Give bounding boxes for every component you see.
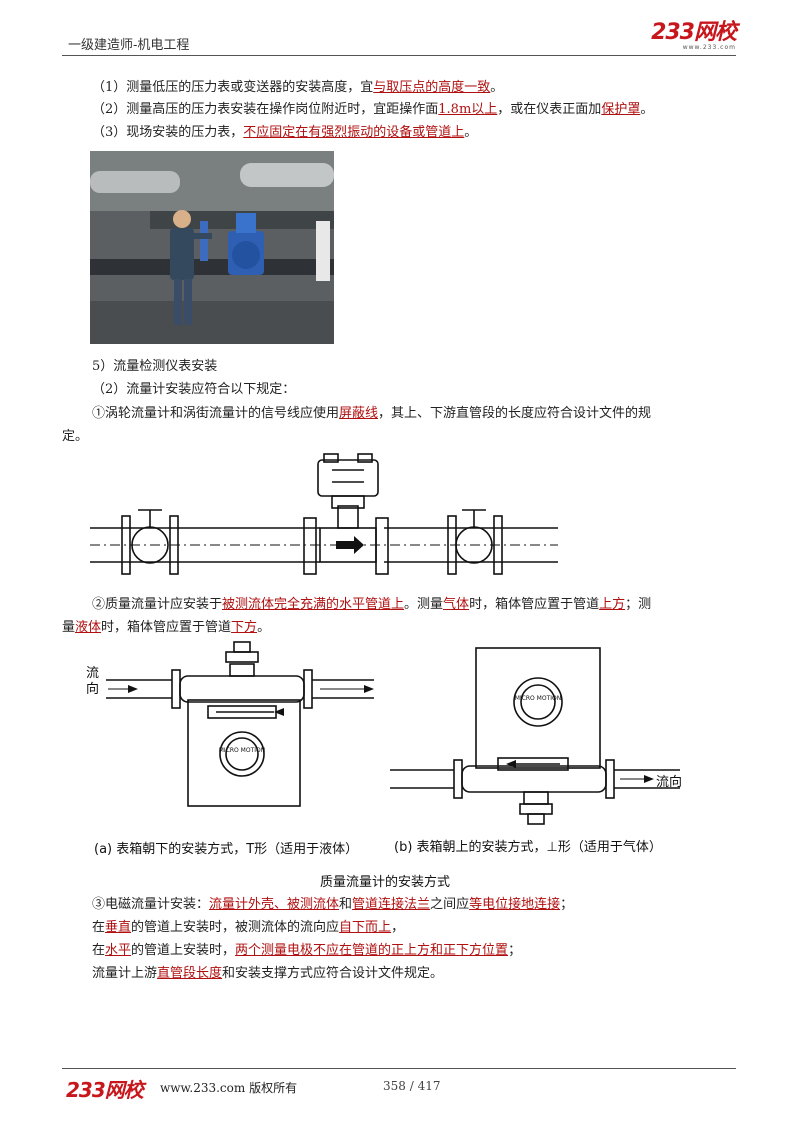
flow-rule-2-cont: 量液体时，箱体管应置于管道下方。 xyxy=(62,619,270,637)
highlight: 管道连接法兰 xyxy=(352,897,431,912)
mass-flowmeter-diagram: MICRO MOTION MICRO MOTION xyxy=(106,641,680,825)
highlight: 直管段长度 xyxy=(157,966,223,981)
highlight: 自下而上 xyxy=(339,920,392,935)
text: ；测 xyxy=(625,597,652,612)
brand-logo-url: www.233.com xyxy=(682,44,736,51)
text: 时，箱体管应置于管道 xyxy=(101,620,232,635)
flow-rule-1-cont: 定。 xyxy=(62,429,89,444)
text: 之间应 xyxy=(430,897,470,912)
text: ； xyxy=(508,943,522,958)
pressure-item-1: （1）测量低压的压力表或变送器的安装高度，宜与取压点的高度一致。 xyxy=(92,79,503,97)
flow-rule-3-line-1: ③电磁流量计安装：流量计外壳、被测流体和管道连接法兰之间应等电位接地连接； xyxy=(92,896,573,914)
text: 。 xyxy=(257,620,271,635)
flow-rule-intro: （2）流量计安装应符合以下规定： xyxy=(92,382,296,397)
text: 时，箱体管应置于管道 xyxy=(469,597,600,612)
text: 。 xyxy=(640,102,654,117)
highlight: 流量计外壳、被测流体 xyxy=(209,897,340,912)
footer-divider xyxy=(62,1068,736,1069)
highlight: 1.8m以上 xyxy=(438,102,498,117)
brand-logo-text: 233网校 xyxy=(651,20,737,45)
highlight: 两个测量电极不应在管道的正上方和正下方位置 xyxy=(235,943,509,958)
text: 。测量 xyxy=(404,597,444,612)
text: ②质量流量计应安装于 xyxy=(92,597,223,612)
text: （3）现场安装的压力表， xyxy=(92,125,244,140)
page-number: 358 / 417 xyxy=(383,1079,441,1093)
text: 在 xyxy=(92,920,106,935)
figure-caption-b: (b) 表箱朝上的安装方式，⊥形（适用于气体） xyxy=(394,840,662,855)
highlight: 上方 xyxy=(599,597,626,612)
flow-rule-3-line-3: 在水平的管道上安装时，两个测量电极不应在管道的正上方和正下方位置； xyxy=(92,942,521,960)
text: ，或在仪表正面加 xyxy=(497,102,602,117)
flow-rule-3-line-4: 流量计上游直管段长度和安装支撑方式应符合设计文件规定。 xyxy=(92,965,443,983)
highlight: 等电位接地连接 xyxy=(469,897,561,912)
text: 和 xyxy=(339,897,353,912)
text: 的管道上安装时， xyxy=(131,943,236,958)
highlight: 水平 xyxy=(105,943,132,958)
footer-site: www.233.com 版权所有 xyxy=(160,1081,298,1095)
flow-rule-1: ①涡轮流量计和涡街流量计的信号线应使用屏蔽线，其上、下游直管段的长度应符合设计文… xyxy=(92,405,651,423)
text: 流量计上游 xyxy=(92,966,158,981)
highlight: 气体 xyxy=(443,597,470,612)
flow-section-title: 5）流量检测仪表安装 xyxy=(92,359,218,374)
brand-text-a: MICRO MOTION xyxy=(219,747,265,754)
page-header-title: 一级建造师-机电工程 xyxy=(68,38,190,53)
flow-direction-label-right: 流向 xyxy=(656,775,683,790)
flow-rule-3-line-2: 在垂直的管道上安装时，被测流体的流向应自下而上， xyxy=(92,919,404,937)
text: ； xyxy=(560,897,574,912)
highlight: 被测流体完全充满的水平管道上 xyxy=(222,597,405,612)
header-divider xyxy=(62,55,736,56)
text: ③电磁流量计安装： xyxy=(92,897,210,912)
text: 。 xyxy=(490,80,504,95)
figure-title: 质量流量计的安装方式 xyxy=(320,875,451,890)
text: 在 xyxy=(92,943,106,958)
text: 的管道上安装时，被测流体的流向应 xyxy=(131,920,340,935)
brand-text-b: MICRO MOTION xyxy=(515,695,561,702)
flow-direction-label-left: 流向 xyxy=(86,666,100,697)
highlight: 屏蔽线 xyxy=(339,406,379,421)
highlight: 不应固定在有强烈振动的设备或管道上 xyxy=(243,125,465,140)
text: 量 xyxy=(62,620,76,635)
vortex-flowmeter-diagram xyxy=(90,453,558,575)
highlight: 与取压点的高度一致 xyxy=(373,80,491,95)
pressure-item-3: （3）现场安装的压力表，不应固定在有强烈振动的设备或管道上。 xyxy=(92,124,477,142)
highlight: 液体 xyxy=(75,620,102,635)
text: ， xyxy=(391,920,405,935)
brand-logo: 233网校 www.233.com xyxy=(651,20,737,52)
text: 。 xyxy=(464,125,478,140)
highlight: 垂直 xyxy=(105,920,132,935)
flow-rule-2: ②质量流量计应安装于被测流体完全充满的水平管道上。测量气体时，箱体管应置于管道上… xyxy=(92,596,651,614)
text: ，其上、下游直管段的长度应符合设计文件的规 xyxy=(378,406,652,421)
text: ①涡轮流量计和涡街流量计的信号线应使用 xyxy=(92,406,340,421)
highlight: 下方 xyxy=(231,620,258,635)
text: （2）测量高压的压力表安装在操作岗位附近时，宜距操作面 xyxy=(92,102,439,117)
text: 和安装支撑方式应符合设计文件规定。 xyxy=(222,966,444,981)
footer-logo: 233网校 xyxy=(66,1078,144,1102)
highlight: 保护罩 xyxy=(601,102,641,117)
pressure-item-2: （2）测量高压的压力表安装在操作岗位附近时，宜距操作面1.8m以上，或在仪表正面… xyxy=(92,101,653,119)
text: （1）测量低压的压力表或变送器的安装高度，宜 xyxy=(92,80,374,95)
figure-caption-a: (a) 表箱朝下的安装方式，T形（适用于液体） xyxy=(94,842,359,857)
installation-photo xyxy=(90,151,334,344)
